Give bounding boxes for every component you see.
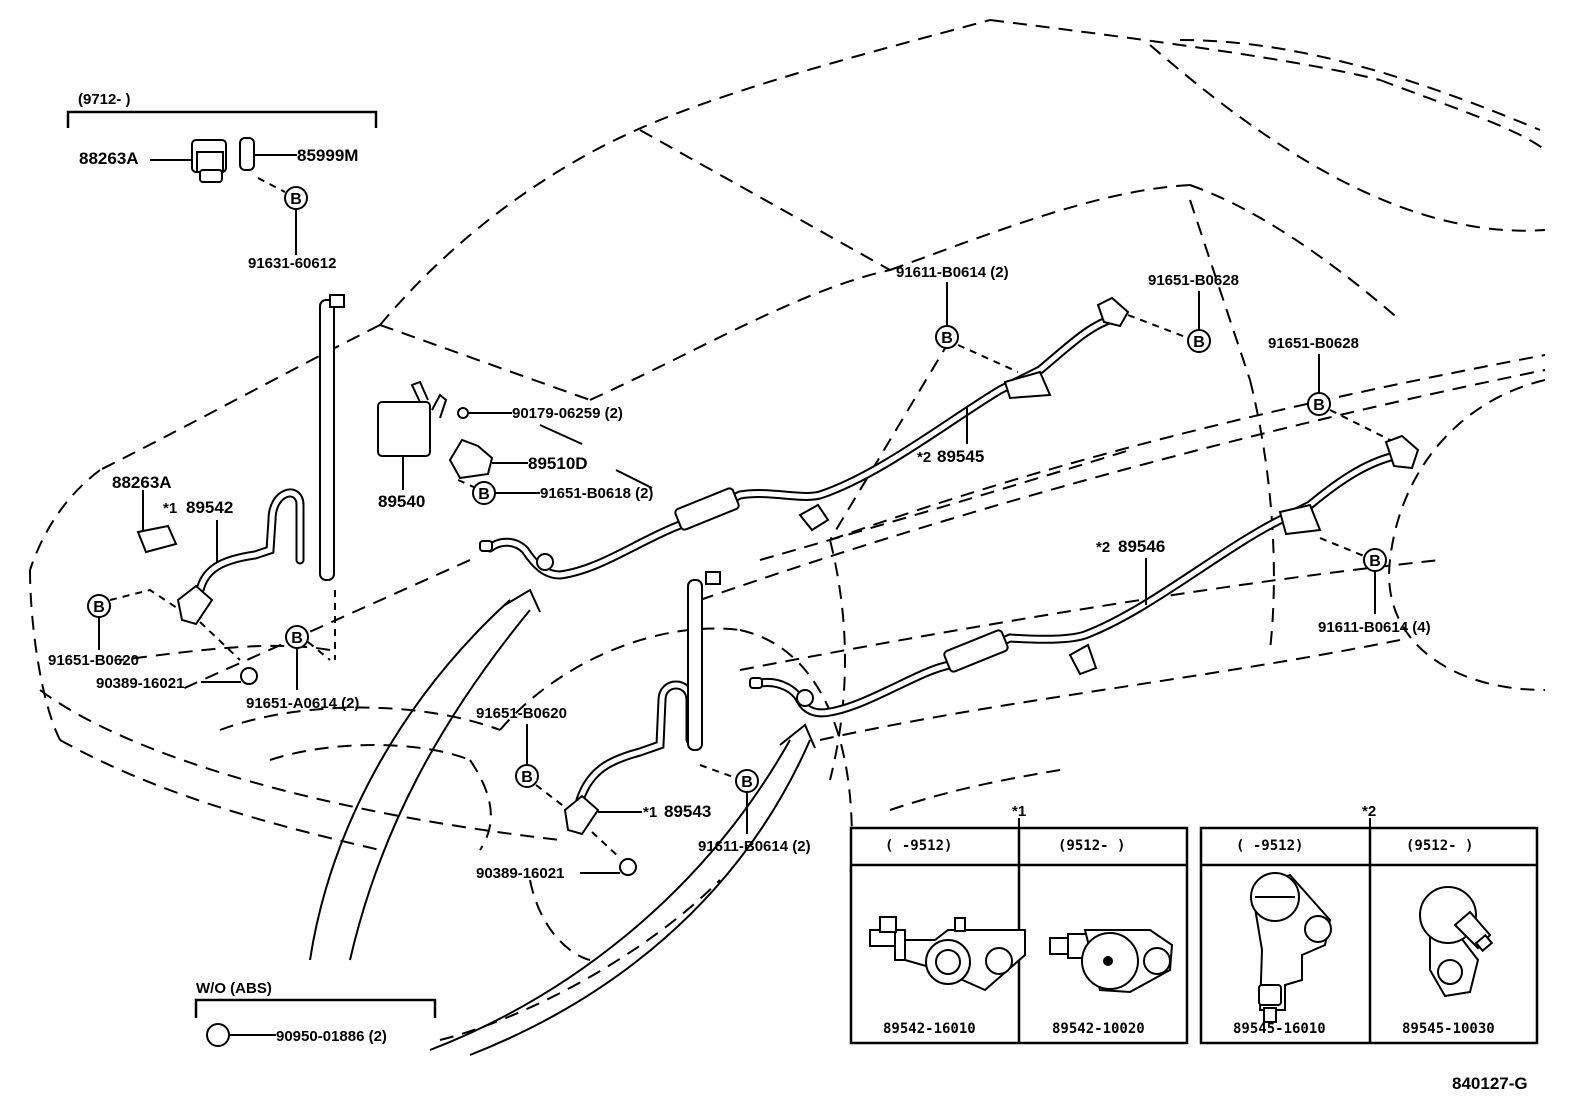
label-89545: 89545	[937, 447, 984, 466]
relay-88263a-part	[191, 139, 227, 183]
label-88263a-front: 88263A	[112, 473, 172, 492]
variant-1-col-2-range: (9512- )	[1058, 838, 1125, 854]
cable-89545	[479, 296, 1130, 580]
label-90389-16021-rear: 90389-16021	[476, 865, 564, 882]
label-91651-b0628-b: 91651-B0628	[1268, 335, 1359, 352]
svg-text:B: B	[741, 774, 753, 791]
cable-89546	[749, 434, 1420, 718]
variant-table-1: *1 ( -9512) (9512- ) 89542-160	[849, 803, 1189, 1045]
sensor-89542-16010-drawing	[869, 916, 1026, 992]
label-89546: 89546	[1118, 537, 1165, 556]
variant-table-2-marker: *2	[1362, 803, 1376, 820]
inset-9712: (9712- ) 88263A 85999M B 91631-60612	[66, 91, 378, 272]
label-91651-b0620-rear: 91651-B0620	[476, 705, 567, 722]
sensor-89545-10030-drawing	[1419, 886, 1494, 998]
variant-1-col-2-part: 89542-10020	[1052, 1021, 1145, 1037]
label-89542: 89542	[186, 498, 233, 517]
svg-text:B: B	[93, 599, 105, 616]
inset-wo-abs: W/O (ABS) 90950-01886 (2)	[194, 980, 437, 1047]
sensor-89542-group: 88263A *1 89542 B 91651-B0620 90389-1602…	[48, 294, 359, 712]
sensor-89510d-part	[448, 438, 494, 480]
direction-arrows	[309, 588, 816, 1056]
label-91651-a0614: 91651-A0614 (2)	[246, 695, 359, 712]
svg-text:B: B	[478, 486, 490, 503]
abs-computer-group: 89540 90179-06259 (2) 89510D B 91651-B06…	[377, 380, 653, 511]
sensor-89545-16010-drawing	[1250, 872, 1332, 1023]
svg-text:B: B	[521, 769, 533, 786]
label-91611-b0614-bottom: 91611-B0614 (2)	[698, 838, 811, 855]
label-91611-b0614-4: 91611-B0614 (4)	[1318, 619, 1431, 636]
label-89546-mark: *2	[1096, 539, 1110, 556]
label-91631-60612: 91631-60612	[248, 255, 336, 272]
relay-88263a-part-front	[136, 524, 178, 554]
svg-text:B: B	[290, 191, 302, 208]
label-89540: 89540	[378, 492, 425, 511]
label-85999m: 85999M	[297, 146, 358, 165]
variant-table-1-marker: *1	[1012, 803, 1026, 820]
car-body-outline	[29, 19, 1546, 1041]
label-90179-06259: 90179-06259 (2)	[512, 405, 623, 422]
wo-abs-title: W/O (ABS)	[196, 980, 272, 997]
figure-code: 840127-G	[1452, 1074, 1528, 1093]
label-91651-b0628-a: 91651-B0628	[1148, 272, 1239, 289]
variant-2-col-2-range: (9512- )	[1406, 838, 1473, 854]
label-91651-b0620-front: 91651-B0620	[48, 652, 139, 669]
svg-text:B: B	[291, 630, 303, 647]
svg-text:B: B	[1193, 334, 1205, 351]
label-89543: 89543	[664, 802, 711, 821]
variant-2-col-2-part: 89545-10030	[1402, 1021, 1495, 1037]
plug-90950-part	[206, 1023, 230, 1047]
svg-text:B: B	[1313, 397, 1325, 414]
svg-text:B: B	[1369, 553, 1381, 570]
label-91611-b0614-top: 91611-B0614 (2)	[896, 264, 1009, 281]
label-90389-16021-front: 90389-16021	[96, 675, 184, 692]
label-89543-mark: *1	[643, 804, 657, 821]
variant-2-col-1-part: 89545-16010	[1233, 1021, 1326, 1037]
bolt-marker-b: B	[284, 186, 308, 210]
bracket-85999m-part	[239, 137, 255, 171]
computer-89540-part	[377, 401, 431, 457]
sensor-89542-10020-drawing	[1049, 929, 1174, 994]
variant-1-col-1-part: 89542-16010	[883, 1021, 976, 1037]
variant-1-col-1-range: ( -9512)	[885, 838, 952, 854]
sensor-89543-group: 91651-B0620 B *1 89543 90389-16021 B 916…	[476, 571, 811, 882]
variant-table-2: *2 ( -9512) (9512- ) 89545-16010 89545-1…	[1199, 803, 1539, 1045]
label-89542-mark: *1	[163, 500, 177, 517]
label-89545-mark: *2	[917, 449, 931, 466]
label-90950-01886: 90950-01886 (2)	[276, 1028, 387, 1045]
svg-text:B: B	[941, 330, 953, 347]
label-89510d: 89510D	[528, 454, 588, 473]
label-88263a-inset: 88263A	[79, 149, 139, 168]
inset-range-label: (9712- )	[78, 91, 131, 108]
variant-2-col-1-range: ( -9512)	[1236, 838, 1303, 854]
label-91651-b0618: 91651-B0618 (2)	[540, 485, 653, 502]
